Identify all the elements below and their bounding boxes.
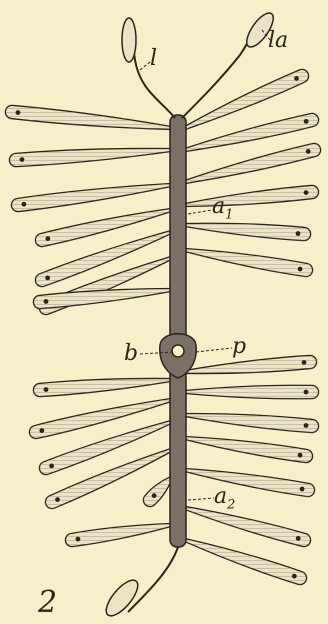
arm-15-hatching (185, 355, 317, 373)
lower-tail (128, 547, 178, 612)
arm-9-nucleus (45, 276, 50, 281)
nucleus-b (172, 345, 184, 357)
label-a2-base: a (214, 484, 227, 509)
label-l: l (150, 48, 157, 70)
label-b: b (124, 343, 138, 365)
arms-group (5, 69, 320, 584)
label-a1-subscript: 1 (225, 207, 233, 222)
arm-7-nucleus (45, 236, 50, 241)
lower-tail-tip (101, 575, 143, 620)
label-la: la (268, 30, 288, 52)
leader-l (140, 62, 150, 70)
arm-5-hatching (11, 184, 171, 212)
arm-5-nucleus (22, 202, 27, 207)
arm-12-hatching (185, 249, 313, 277)
arm-26-hatching (185, 539, 307, 585)
arm-23-hatching (185, 469, 315, 497)
leader-a1 (188, 210, 212, 214)
arm-13-hatching (33, 289, 171, 309)
arm-17-hatching (185, 385, 319, 399)
arm-21-nucleus (298, 453, 303, 458)
label-a1: a1 (212, 196, 233, 221)
arm-20-nucleus (55, 497, 60, 502)
leader-a2 (188, 498, 214, 500)
arm-1-nucleus (16, 110, 21, 115)
arm-12-nucleus (298, 267, 303, 272)
arm-8-nucleus (304, 190, 309, 195)
arm-14-hatching (33, 378, 171, 396)
arm-18-nucleus (49, 464, 54, 469)
figure-number: 2 (38, 588, 57, 618)
arm-15-nucleus (302, 360, 307, 365)
filament-l-tip (122, 18, 136, 62)
arm-4-nucleus (304, 119, 309, 124)
arm-24-nucleus (76, 537, 81, 542)
label-p: p (232, 336, 246, 358)
arm-10-nucleus (296, 231, 301, 236)
central-axis (170, 115, 186, 547)
arm-26-nucleus (292, 574, 297, 579)
label-a2-subscript: 2 (227, 497, 235, 512)
arm-25-hatching (185, 507, 311, 547)
arm-8-hatching (185, 185, 319, 206)
arm-3-nucleus (20, 157, 25, 162)
arm-2-nucleus (294, 76, 299, 81)
arm-21-hatching (185, 437, 313, 463)
arm-19-hatching (185, 414, 319, 433)
arm-6-hatching (185, 143, 321, 183)
arm-6-nucleus (306, 149, 311, 154)
arm-14-nucleus (44, 387, 49, 392)
arm-25-nucleus (296, 536, 301, 541)
arm-23-nucleus (300, 487, 305, 492)
arm-13-nucleus (44, 299, 49, 304)
arm-22-nucleus (152, 493, 157, 498)
arm-19-nucleus (304, 423, 309, 428)
label-a1-base: a (212, 194, 225, 219)
arm-16-nucleus (39, 428, 44, 433)
arm-17-nucleus (304, 390, 309, 395)
arm-3-hatching (9, 148, 171, 166)
leader-p (196, 348, 232, 352)
label-a2: a2 (214, 486, 235, 511)
